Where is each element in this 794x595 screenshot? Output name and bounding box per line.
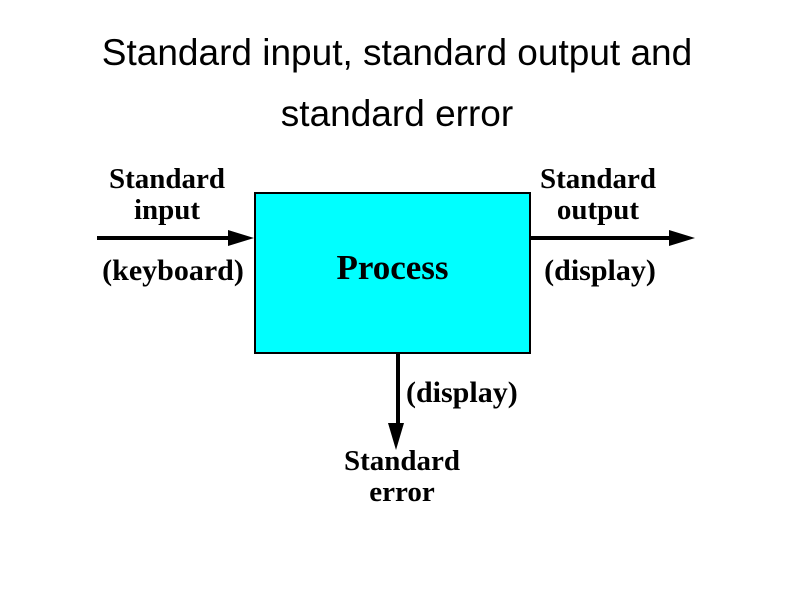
stdin-label-line2: input [133, 194, 201, 226]
stdout-device-label: (display) [544, 254, 656, 287]
stdout-label-line2: output [556, 194, 640, 226]
stderr-label: Standard error [322, 446, 482, 508]
slide-title: Standard input, standard output and stan… [0, 22, 794, 144]
process-box: Process [254, 192, 531, 354]
stderr-arrowhead-icon [388, 423, 404, 450]
stdin-arrow-line [97, 236, 228, 240]
stdin-label-line1: Standard [108, 163, 226, 195]
stdout-label: Standard output [518, 164, 678, 226]
slide-title-line1: Standard input, standard output and [101, 32, 693, 73]
stdout-arrow-line [531, 236, 669, 240]
stderr-label-line2: error [369, 476, 435, 508]
stdout-label-line1: Standard [539, 163, 657, 195]
stdout-arrowhead-icon [669, 230, 695, 246]
process-box-label: Process [336, 248, 449, 287]
stdin-device-label: (keyboard) [102, 254, 244, 287]
stderr-arrow-line [396, 354, 400, 424]
stdin-arrowhead-icon [228, 230, 254, 246]
stderr-label-line1: Standard [343, 445, 461, 477]
stderr-device-label: (display) [406, 376, 518, 409]
stdin-label: Standard input [87, 164, 247, 226]
slide-title-line2: standard error [280, 93, 514, 134]
